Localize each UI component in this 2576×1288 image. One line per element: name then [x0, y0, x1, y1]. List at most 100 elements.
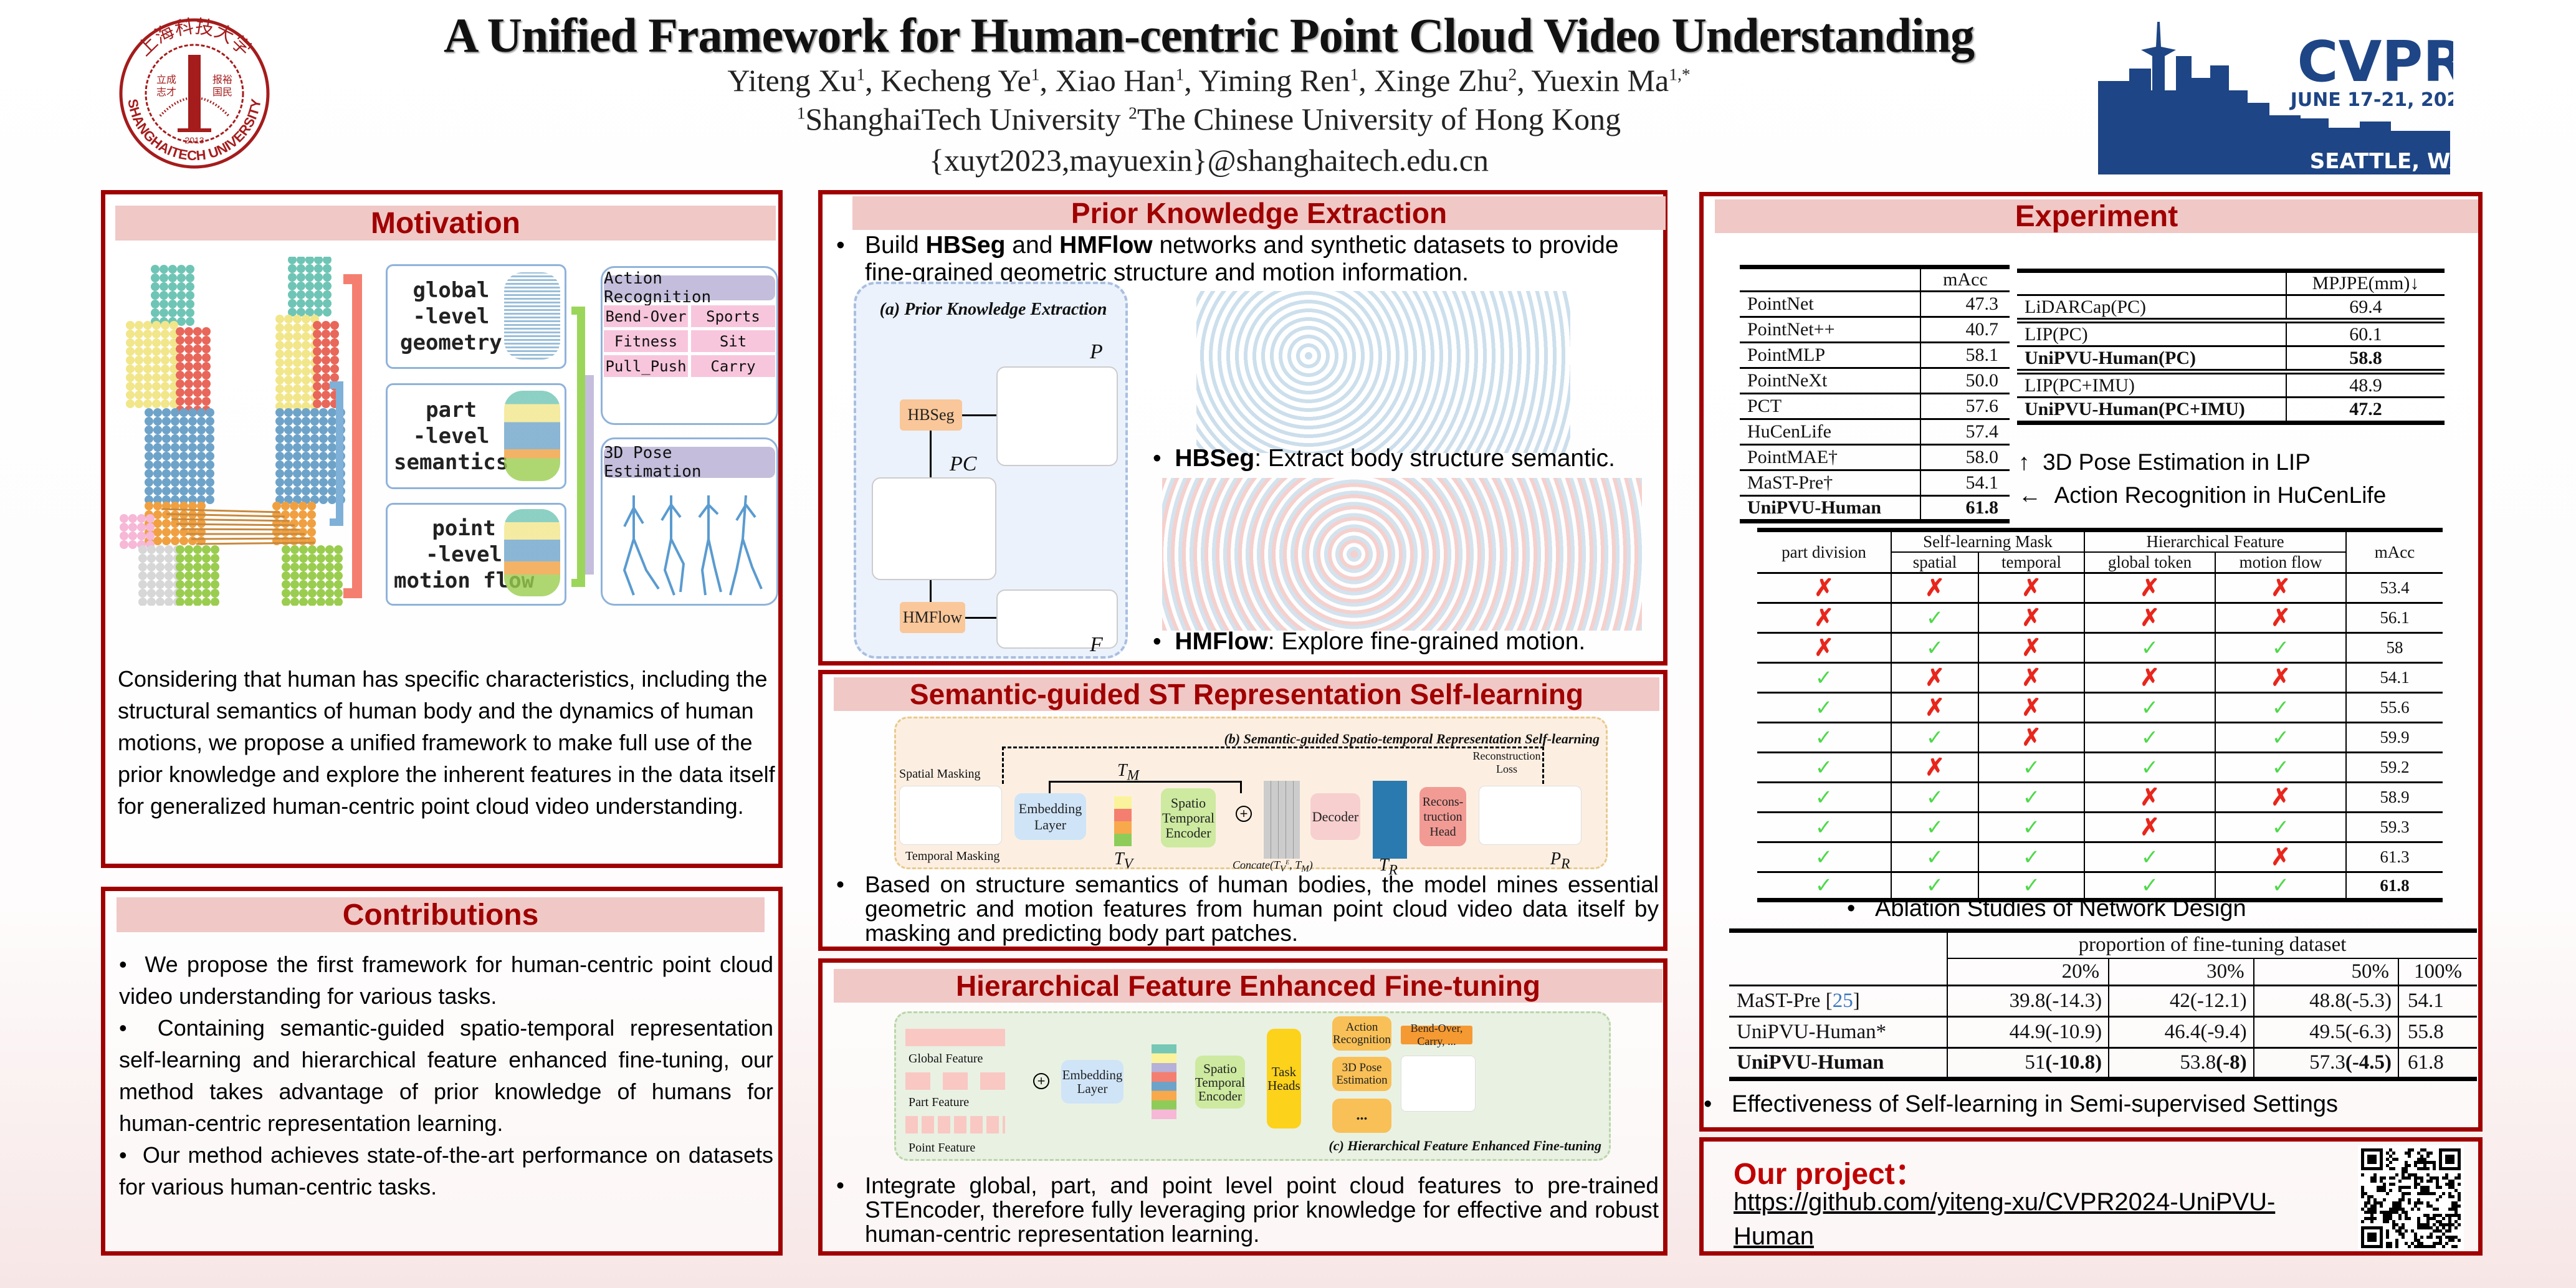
motion-flow-cell: ✗: [2215, 662, 2347, 693]
qr-module: [2426, 1152, 2430, 1155]
point-mark: [314, 273, 323, 282]
point-mark: [275, 393, 284, 402]
qr-module: [2405, 1152, 2408, 1155]
point-mark: [138, 563, 147, 571]
point-mark: [188, 487, 197, 495]
point-mark: [293, 487, 302, 495]
point-mark: [319, 495, 328, 504]
point-mark: [145, 460, 153, 469]
table-header-row: MPJPE(mm)↓: [2017, 270, 2445, 296]
point-mark: [275, 341, 284, 350]
point-mark: [188, 408, 197, 417]
citation-link[interactable]: 25: [1832, 990, 1853, 1012]
qr-module: [2454, 1214, 2458, 1217]
qr-module: [2423, 1158, 2426, 1161]
point-mark: [325, 545, 334, 554]
qr-module: [2426, 1220, 2430, 1223]
point-mark: [171, 528, 179, 537]
qr-module: [2417, 1226, 2420, 1229]
point-mark: [162, 502, 171, 510]
point-mark: [314, 308, 323, 317]
point-mark: [197, 408, 206, 417]
point-mark: [206, 460, 214, 469]
value-cell: 61.8: [1920, 495, 2010, 522]
qr-module: [2451, 1195, 2454, 1198]
point-mark: [179, 478, 188, 487]
hmflow-result-figure: [1162, 478, 1642, 631]
qr-module: [2458, 1223, 2461, 1226]
point-mark: [184, 388, 193, 397]
svg-text:报裕: 报裕: [212, 74, 232, 85]
point-mark: [206, 408, 214, 417]
macc-cell: 58: [2346, 632, 2443, 663]
qr-module: [2402, 1173, 2405, 1176]
point-mark: [145, 434, 153, 443]
svg-text:国民: 国民: [212, 86, 232, 98]
qr-module: [2430, 1152, 2433, 1155]
qr-module: [2433, 1167, 2436, 1170]
qr-module: [2454, 1245, 2458, 1248]
tr-label: TR: [1379, 856, 1398, 879]
point-mark: [284, 426, 293, 434]
qr-module: [2380, 1201, 2383, 1205]
point-mark: [145, 502, 153, 510]
point-mark: [302, 460, 310, 469]
spatial-cell: ✗: [1891, 572, 1979, 603]
point-mark: [299, 545, 308, 554]
point-mark: [179, 487, 188, 495]
point-mark: [308, 563, 317, 571]
qr-module: [2417, 1220, 2420, 1223]
human-point-cloud-figure: [112, 255, 361, 606]
point-mark: [288, 264, 297, 273]
left-arrow-icon: ←: [2018, 482, 2041, 508]
label-p: P: [1090, 340, 1103, 363]
point-mark: [202, 545, 211, 554]
table-row: ✓✓✗✓✓59.9: [1757, 722, 2443, 753]
point-mark: [206, 478, 214, 487]
point-mark: [317, 554, 325, 563]
point-mark: [310, 478, 319, 487]
point-mark: [176, 545, 184, 554]
qr-module: [2426, 1217, 2430, 1220]
macc-cell: 58.9: [2346, 781, 2443, 813]
qr-module: [2395, 1208, 2398, 1211]
point-mark: [319, 434, 328, 443]
tv-token: [1114, 796, 1132, 846]
point-mark: [135, 373, 143, 382]
point-mark: [193, 327, 202, 336]
cross-icon: ✗: [2021, 725, 2041, 751]
point-mark: [275, 358, 284, 367]
proportion-header: 30%: [2109, 958, 2254, 986]
qr-module: [2417, 1217, 2420, 1220]
affiliation-name: ShanghaiTech University: [805, 102, 1129, 136]
point-mark: [135, 321, 143, 330]
check-icon: ✓: [2022, 756, 2041, 780]
project-link[interactable]: https://github.com/yiteng-xu/CVPR2024-Un…: [1734, 1188, 2276, 1250]
point-mark: [145, 487, 153, 495]
qr-module: [2436, 1236, 2439, 1239]
point-mark: [310, 443, 319, 452]
point-mark: [138, 545, 147, 554]
qr-module: [2426, 1189, 2430, 1192]
check-icon: ✓: [1815, 816, 1833, 839]
qr-code[interactable]: [2358, 1145, 2464, 1251]
check-icon: ✓: [1815, 756, 1833, 780]
qr-module: [2370, 1211, 2373, 1214]
point-mark: [297, 255, 305, 264]
point-mark: [282, 545, 290, 554]
check-icon: ✓: [1815, 696, 1833, 720]
point-mark: [176, 554, 184, 563]
qr-module: [2380, 1180, 2383, 1183]
qr-module: [2420, 1176, 2423, 1180]
qr-module: [2420, 1245, 2423, 1248]
qr-module: [2458, 1183, 2461, 1186]
qr-module: [2436, 1186, 2439, 1189]
point-mark: [299, 554, 308, 563]
point-mark: [153, 469, 162, 478]
qr-module: [2417, 1198, 2420, 1201]
qr-module: [2451, 1180, 2454, 1183]
global-token-cell: ✗: [2084, 602, 2216, 633]
point-mark: [153, 452, 162, 460]
point-mark: [176, 327, 184, 336]
